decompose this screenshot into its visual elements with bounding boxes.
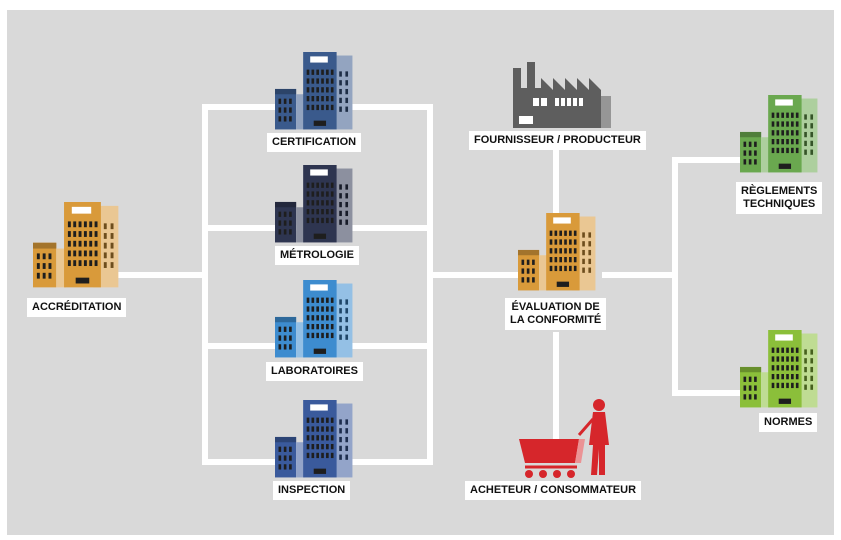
buyer-label: ACHETEUR / CONSOMMATEUR [465,481,642,500]
office-buildings-icon [275,52,353,130]
regulations-label: RÈGLEMENTS TECHNIQUES [736,182,823,214]
office-buildings-icon [275,165,353,243]
office-buildings-icon [33,202,119,288]
accreditation-label: ACCRÉDITATION [27,298,127,317]
inspection-label: INSPECTION [273,481,351,500]
shopper-with-cart-icon [519,399,609,478]
standards-label: NORMES [759,413,818,432]
office-buildings-icon [275,400,353,478]
office-buildings-icon [275,280,353,358]
conformity-label: ÉVALUATION DE LA CONFORMITÉ [505,298,607,330]
laboratories-label: LABORATOIRES [266,362,363,381]
factory-icon [513,62,611,128]
office-buildings-icon [740,330,818,408]
office-buildings-icon [518,213,596,291]
supplier-label: FOURNISSEUR / PRODUCTEUR [469,131,646,150]
certification-label: CERTIFICATION [267,133,362,152]
office-buildings-icon [740,95,818,173]
metrology-label: MÉTROLOGIE [275,246,359,265]
